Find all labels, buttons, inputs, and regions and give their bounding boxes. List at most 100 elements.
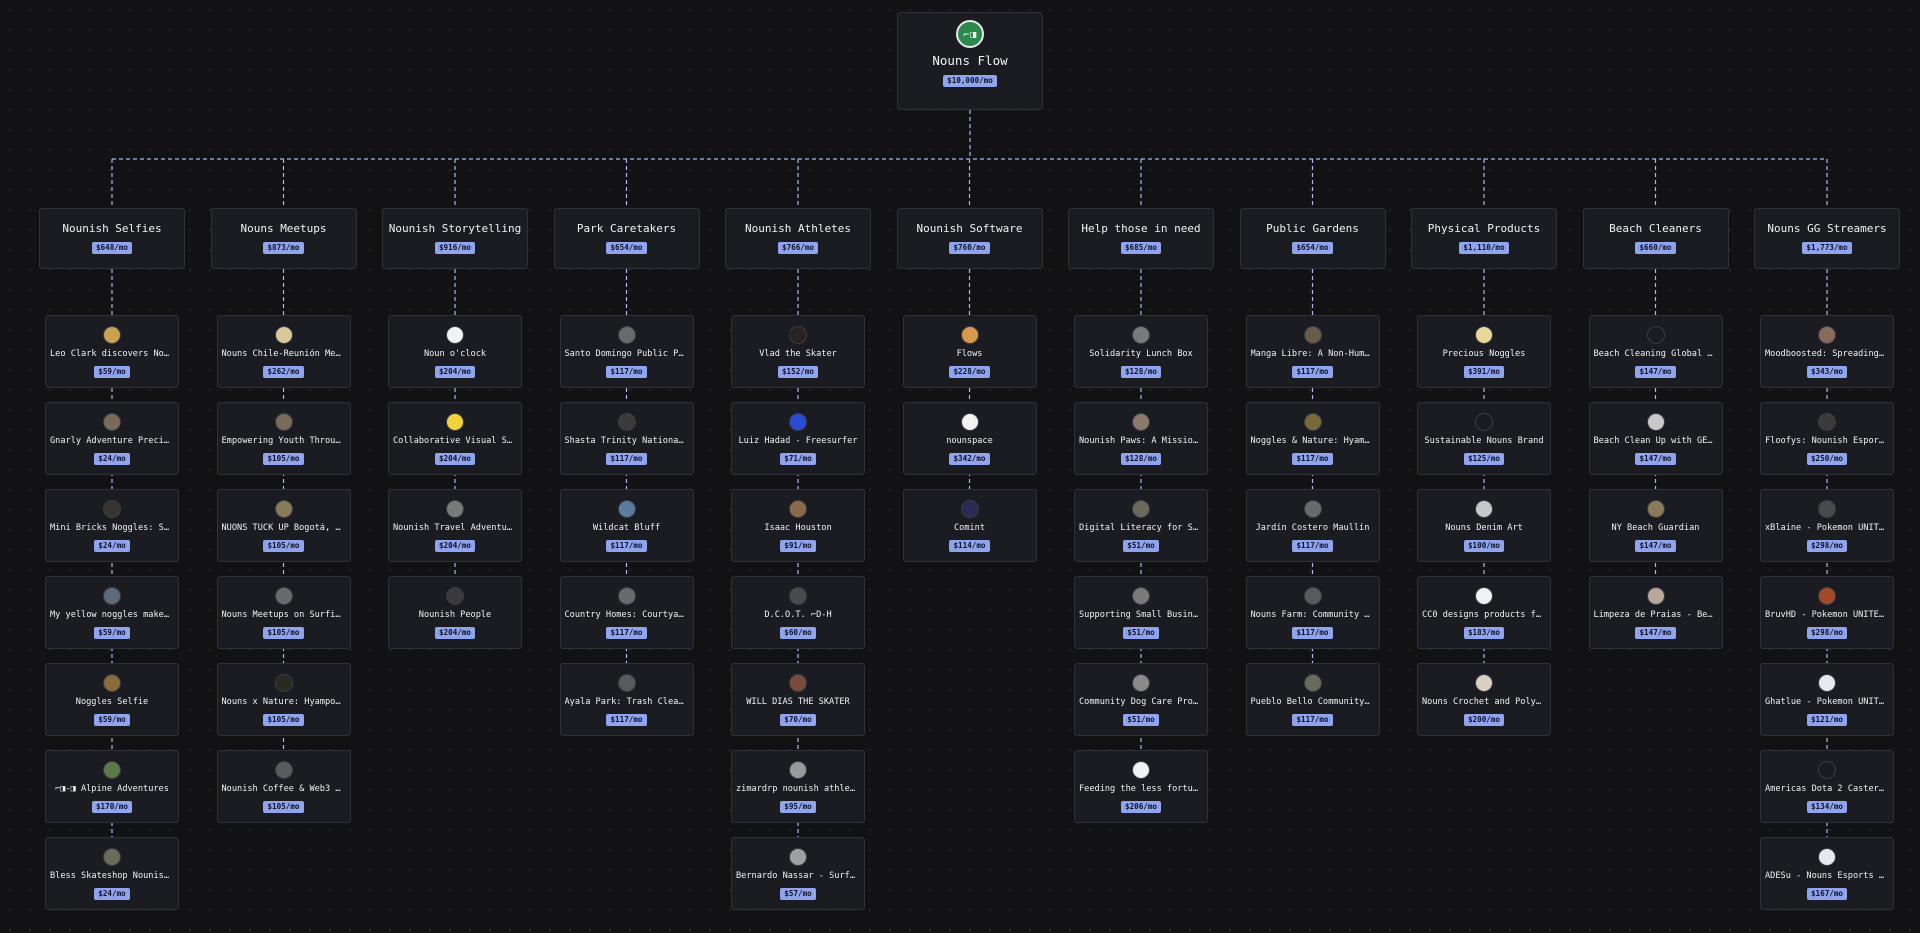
grant-card[interactable]: ADESu - Nouns Esports Player$167/mo <box>1760 837 1894 910</box>
grant-card[interactable]: Isaac Houston$91/mo <box>731 489 865 562</box>
avatar-icon <box>789 326 807 344</box>
avatar-icon <box>1646 413 1665 431</box>
avatar-icon <box>103 326 121 344</box>
grant-card[interactable]: Nouns Meetups on Surfing Sessions$105/mo <box>216 576 351 649</box>
avatar-icon <box>1818 848 1836 866</box>
grant-budget-badge: $152/mo <box>777 366 818 378</box>
grant-card[interactable]: xBlaine - Pokemon UNITE Streamer$298/mo <box>1760 489 1894 562</box>
flow-card[interactable]: Help those in need$685/mo <box>1068 208 1214 269</box>
grant-card[interactable]: Moodboosted: Spreading Positivity$343/mo <box>1760 315 1894 388</box>
grant-budget-badge: $117/mo <box>1292 714 1333 726</box>
avatar-icon <box>446 500 464 518</box>
grant-card[interactable]: Nounish Coffee & Web3 SA$105/mo <box>216 750 351 823</box>
grant-title: Noggles Selfie <box>75 697 149 707</box>
grant-card[interactable]: Floofys: Nounish Esports Team$250/mo <box>1760 402 1894 475</box>
flow-card[interactable]: Nounish Software$760/mo <box>896 208 1043 269</box>
flow-card[interactable]: Nounish Selfies$648/mo <box>39 208 185 269</box>
grant-card[interactable]: NUONS TUCK UP Bogotá, Colombia$105/mo <box>216 489 351 562</box>
grant-card[interactable]: Community Dog Care Program$51/mo <box>1074 663 1208 736</box>
grant-card[interactable]: Vlad the Skater$152/mo <box>731 315 865 388</box>
avatar-icon <box>617 587 636 605</box>
flow-card[interactable]: Nouns GG Streamers$1,773/mo <box>1754 208 1900 269</box>
flow-card[interactable]: Physical Products$1,110/mo <box>1411 208 1557 269</box>
grant-card[interactable]: Noggles & Nature: Hyampom Garden$117/mo <box>1245 402 1380 475</box>
grant-card[interactable]: ⌐◨-◨ Alpine Adventures$170/mo <box>45 750 179 823</box>
grant-card[interactable]: zimardrp nounish athlete$95/mo <box>731 750 865 823</box>
avatar-icon <box>617 326 636 344</box>
flow-card[interactable]: Nounish Athletes$766/mo <box>725 208 871 269</box>
grant-card[interactable]: Bernardo Nassar - Surfer$57/mo <box>731 837 865 910</box>
grant-card[interactable]: Leo Clark discovers Nouns$59/mo <box>45 315 179 388</box>
grant-card[interactable]: Nouns x Nature: Hyampom Meetup$105/mo <box>216 663 351 736</box>
grant-card[interactable]: Gnarly Adventure Precious Noggles $24/mo <box>45 402 179 475</box>
grant-card[interactable]: Digital Literacy for Seniors$51/mo <box>1074 489 1208 562</box>
grant-card[interactable]: Nouns Denim Art$100/mo <box>1417 489 1551 562</box>
flow-card[interactable]: Park Caretakers$654/mo <box>553 208 700 269</box>
flow-card[interactable]: Nouns Meetups$873/mo <box>210 208 357 269</box>
grant-card[interactable]: Wildcat Bluff$117/mo <box>559 489 694 562</box>
flow-title: Park Caretakers <box>576 222 677 235</box>
grant-card[interactable]: Jardín Costero Maullín$117/mo <box>1245 489 1380 562</box>
grant-budget-badge: $170/mo <box>91 801 132 813</box>
flow-title: Physical Products <box>1427 222 1541 235</box>
grant-title: Gnarly Adventure Precious Noggles <box>50 436 174 446</box>
grant-card[interactable]: Sustainable Nouns Brand$125/mo <box>1417 402 1551 475</box>
grant-card[interactable]: Nounish Travel Adventures$204/mo <box>388 489 522 562</box>
grant-title: Manga Libre: A Non-Human Garden <box>1250 349 1375 359</box>
grant-card[interactable]: Solidarity Lunch Box$128/mo <box>1074 315 1208 388</box>
grant-card[interactable]: BruvHD - Pokemon UNITE Streamer$298/mo <box>1760 576 1894 649</box>
grant-card[interactable]: Shasta Trinity National Forest$117/mo <box>559 402 694 475</box>
grant-card[interactable]: Luiz Hadad - Freesurfer$71/mo <box>731 402 865 475</box>
grant-budget-badge: $114/mo <box>949 540 990 552</box>
avatar-icon <box>1475 500 1493 518</box>
flow-card[interactable]: Beach Cleaners$660/mo <box>1582 208 1729 269</box>
grant-card[interactable]: Nouns Chile-Reunión Mensual$262/mo <box>216 315 351 388</box>
grant-card[interactable]: Ayala Park: Trash Cleanup Crew$117/mo <box>559 663 694 736</box>
grant-title: Mini Bricks Noggles: Selfies <box>50 523 174 533</box>
grant-card[interactable]: Nouns Crochet and Polymer Clay$200/mo <box>1417 663 1551 736</box>
grant-card[interactable]: Noggles Selfie $59/mo <box>45 663 179 736</box>
grant-card[interactable]: Comint$114/mo <box>902 489 1037 562</box>
grant-card[interactable]: Noun o'clock$204/mo <box>388 315 522 388</box>
grant-budget-badge: $147/mo <box>1635 540 1676 552</box>
grant-card[interactable]: Americas Dota 2 Caster & Streamer$134/mo <box>1760 750 1894 823</box>
grant-card[interactable]: Beach Cleaning Global Initiative$147/mo <box>1588 315 1723 388</box>
grant-card[interactable]: D.C.O.T. ⌐D-H$60/mo <box>731 576 865 649</box>
root-flow-card[interactable]: ⌐◨ Nouns Flow $10,000/mo <box>897 12 1043 110</box>
grant-card[interactable]: CC0 designs products for everyone$183/mo <box>1417 576 1551 649</box>
grant-card[interactable]: Nounish People$204/mo <box>388 576 522 649</box>
grant-card[interactable]: Country Homes: Courtyard Cleanup$117/mo <box>559 576 694 649</box>
grant-card[interactable]: My yellow noggles make me happy$59/mo <box>45 576 179 649</box>
grant-card[interactable]: Mini Bricks Noggles: Selfies$24/mo <box>45 489 179 562</box>
avatar-icon <box>789 848 807 866</box>
grant-title: Luiz Hadad - Freesurfer <box>738 436 858 446</box>
flow-card[interactable]: Public Gardens$654/mo <box>1239 208 1386 269</box>
grant-title: Isaac Houston <box>764 523 832 533</box>
grant-card[interactable]: Feeding the less fortunate$206/mo <box>1074 750 1208 823</box>
grant-card[interactable]: Collaborative Visual Storytelling$204/mo <box>388 402 522 475</box>
grant-title: Supporting Small Businesses <box>1079 610 1203 620</box>
flow-card[interactable]: Nounish Storytelling$916/mo <box>382 208 528 269</box>
grant-card[interactable]: Limpeza de Praias - Beach Cleanup$147/mo <box>1588 576 1723 649</box>
grant-card[interactable]: Nounish Paws: A Mission of Care$128/mo <box>1074 402 1208 475</box>
grant-card[interactable]: Pueblo Bello Community Garden$117/mo <box>1245 663 1380 736</box>
grant-title: Community Dog Care Program <box>1079 697 1203 707</box>
grant-budget-badge: $59/mo <box>94 714 130 726</box>
grant-card[interactable]: Nouns Farm: Community Garden$117/mo <box>1245 576 1380 649</box>
grant-title: Shasta Trinity National Forest <box>564 436 689 446</box>
grant-card[interactable]: Empowering Youth Through Nouns$105/mo <box>216 402 351 475</box>
grant-card[interactable]: Manga Libre: A Non-Human Garden$117/mo <box>1245 315 1380 388</box>
grant-card[interactable]: Precious Noggles$391/mo <box>1417 315 1551 388</box>
grant-card[interactable]: Beach Clean Up with GEM!$147/mo <box>1588 402 1723 475</box>
grant-title: Nounish People <box>418 610 492 620</box>
grant-card[interactable]: Bless Skateshop Nounish Selfies$24/mo <box>45 837 179 910</box>
grant-budget-badge: $24/mo <box>94 453 130 465</box>
grant-card[interactable]: WILL DIAS THE SKATER$70/mo <box>731 663 865 736</box>
grant-card[interactable]: NY Beach Guardian$147/mo <box>1588 489 1723 562</box>
grant-card[interactable]: Santo Domingo Public Park Cleanup$117/mo <box>559 315 694 388</box>
grant-card[interactable]: nounspace$342/mo <box>902 402 1037 475</box>
grant-card[interactable]: Flows$228/mo <box>902 315 1037 388</box>
grant-card[interactable]: Ghatlue - Pokemon UNITE Streamer$121/mo <box>1760 663 1894 736</box>
grant-card[interactable]: Supporting Small Businesses$51/mo <box>1074 576 1208 649</box>
avatar-icon <box>1303 326 1322 344</box>
